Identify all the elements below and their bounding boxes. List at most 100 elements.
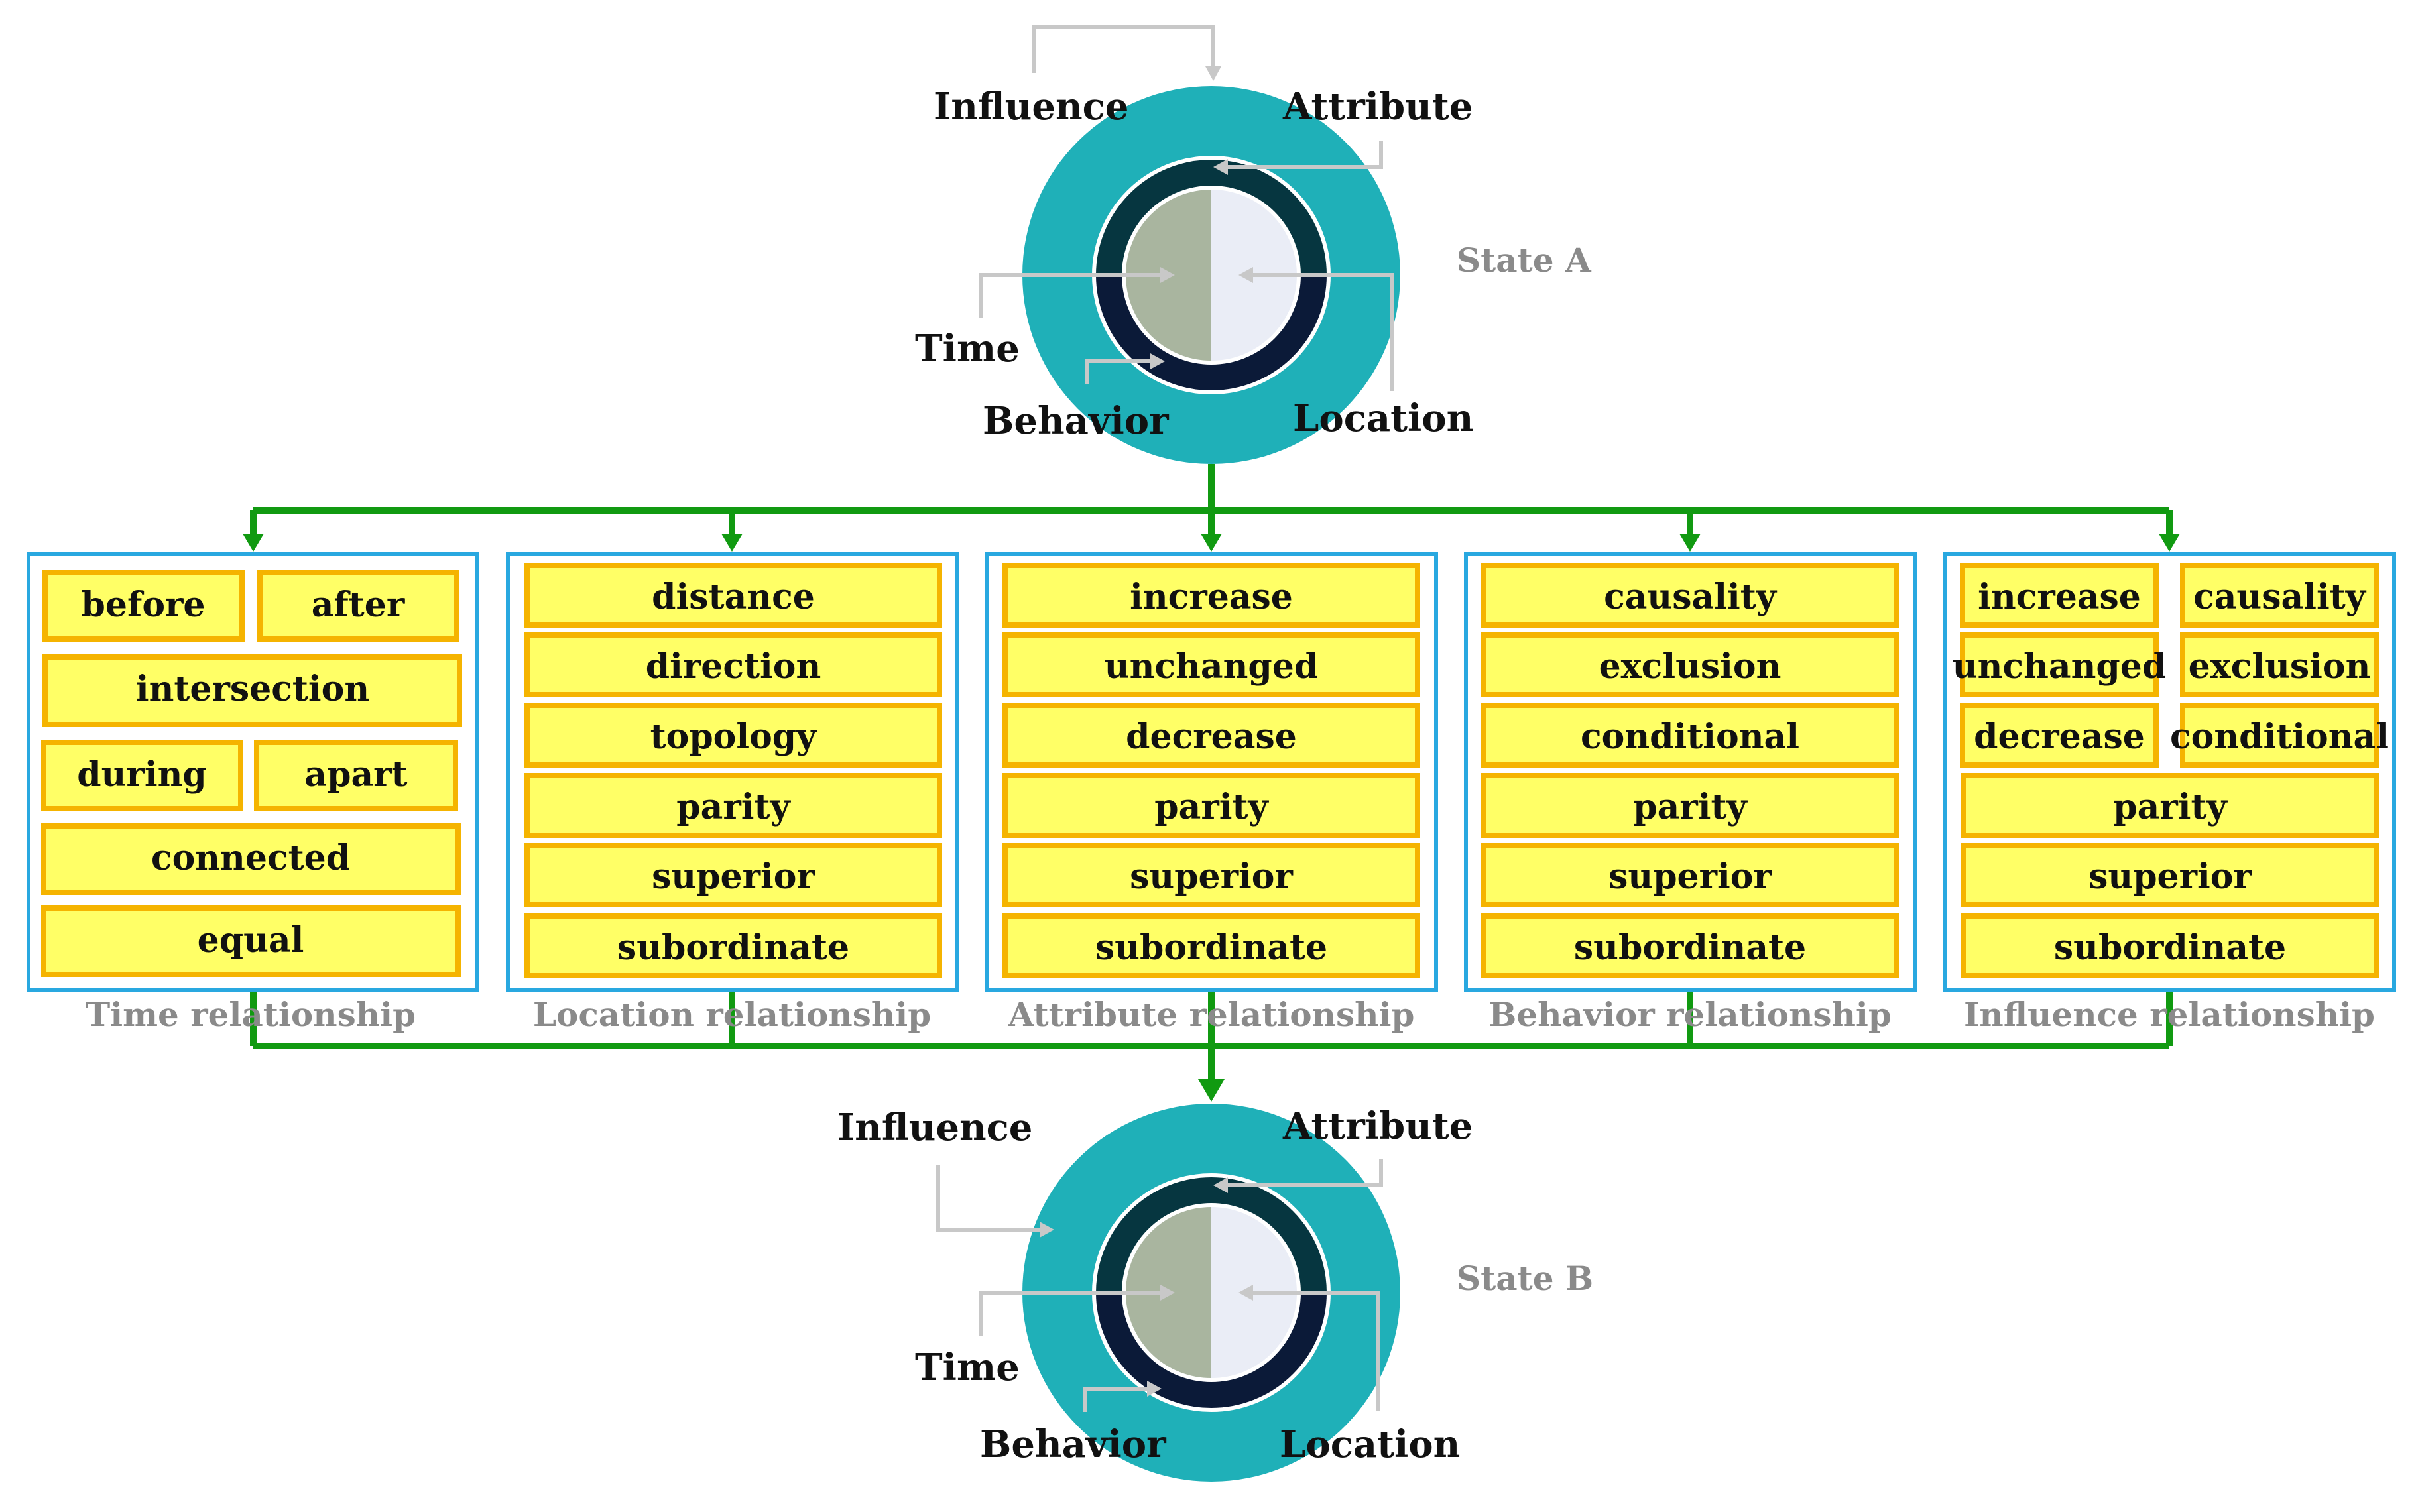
item-subordinate-inf: [1961, 913, 2379, 978]
item-exclusion-beh: [1481, 632, 1899, 697]
influence-pointer-b: [936, 1165, 1046, 1232]
panel-influence: increase causality unchanged exclusion d…: [1943, 552, 2396, 1034]
state-a-behavior-label: Behavior: [983, 399, 1170, 443]
caption-influence: Influence relationship: [1964, 995, 2375, 1034]
panel-time: before after intersection during apart c…: [27, 552, 479, 1034]
item-during-text: during: [77, 754, 206, 795]
state-b: Influence Attribute Time Behavior Locati…: [837, 1104, 1593, 1482]
item-causality-inf-text: causality: [2193, 577, 2367, 617]
item-increase-attr-text: increase: [1130, 577, 1293, 617]
state-a-influence-label: Influence: [934, 85, 1128, 129]
influence-loop-arrow: [1032, 25, 1215, 74]
item-parity-beh: [1481, 773, 1899, 838]
item-intersection: [42, 654, 462, 727]
item-exclusion-inf: [2180, 632, 2379, 697]
item-topology: [524, 703, 942, 768]
time-pointer-head: [1160, 267, 1175, 283]
attribute-pointer: [1220, 141, 1383, 169]
item-superior-beh-text: superior: [1608, 856, 1772, 897]
item-superior-loc-text: superior: [652, 856, 815, 897]
item-conditional-inf: [2180, 703, 2379, 768]
item-superior-attr: [1002, 843, 1420, 907]
item-parity-inf-text: parity: [2113, 787, 2228, 827]
behavior-pointer-head: [1150, 353, 1165, 369]
time-pointer-head-b: [1160, 1285, 1175, 1301]
panel-behavior: causality exclusion conditional parity s…: [1464, 552, 1917, 1034]
item-equal-text: equal: [198, 920, 304, 960]
item-increase-attr: [1002, 563, 1420, 628]
item-topology-text: topology: [650, 717, 818, 757]
item-after-text: after: [312, 585, 405, 625]
item-causality-inf: [2180, 563, 2379, 628]
item-subordinate-beh: [1481, 913, 1899, 978]
influence-loop-arrowhead: [1205, 66, 1221, 81]
item-superior-attr-text: superior: [1130, 856, 1293, 897]
item-subordinate-loc: [524, 913, 942, 978]
item-increase-inf-text: increase: [1978, 577, 2141, 617]
item-direction-text: direction: [646, 646, 821, 687]
item-after: [257, 570, 459, 642]
item-unchanged-attr-text: unchanged: [1105, 646, 1318, 687]
behavior-pointer-b: [1083, 1387, 1154, 1412]
item-distance-text: distance: [652, 577, 815, 617]
item-direction: [524, 632, 942, 697]
state-a-time-label: Time: [915, 327, 1020, 371]
attribute-pointer-head-b: [1213, 1177, 1228, 1193]
item-parity-loc: [524, 773, 942, 838]
item-causality-beh-text: causality: [1604, 577, 1778, 617]
state-b-location-label: Location: [1280, 1423, 1460, 1466]
state-a-location-label: Location: [1293, 396, 1473, 440]
state-a-attribute-label: Attribute: [1282, 85, 1473, 129]
caption-time: Time relationship: [86, 995, 416, 1034]
item-unchanged-inf-text: unchanged: [1953, 646, 2166, 687]
item-unchanged-inf: [1960, 632, 2159, 697]
item-superior-inf-text: superior: [2088, 856, 2252, 897]
item-subordinate-loc-text: subordinate: [617, 927, 849, 968]
item-conditional-beh: [1481, 703, 1899, 768]
state-b-label: State B: [1457, 1259, 1593, 1298]
item-exclusion-beh-text: exclusion: [1599, 646, 1782, 687]
item-subordinate-attr: [1002, 913, 1420, 978]
top-connectors: [243, 464, 2180, 552]
item-causality-beh: [1481, 563, 1899, 628]
location-pointer-head-b: [1238, 1285, 1253, 1301]
state-b-time-label: Time: [915, 1346, 1020, 1389]
location-pointer-head: [1238, 267, 1253, 283]
item-exclusion-inf-text: exclusion: [2189, 646, 2371, 687]
item-increase-inf: [1960, 563, 2159, 628]
location-pointer-b: [1246, 1291, 1380, 1411]
item-connected: [41, 823, 461, 895]
panel-attribute: increase unchanged decrease parity super…: [985, 552, 1438, 1034]
item-unchanged-attr: [1002, 632, 1420, 697]
item-conditional-inf-text: conditional: [2170, 717, 2389, 757]
item-before-text: before: [82, 585, 206, 625]
item-equal: [41, 905, 461, 977]
item-decrease-inf: [1960, 703, 2159, 768]
item-parity-beh-text: parity: [1633, 787, 1748, 827]
bottom-connectors: [250, 988, 2173, 1102]
item-decrease-inf-text: decrease: [1974, 717, 2145, 757]
item-subordinate-beh-text: subordinate: [1574, 927, 1806, 968]
state-b-attribute-label: Attribute: [1282, 1104, 1473, 1148]
item-apart-text: apart: [304, 754, 407, 795]
item-before: [42, 570, 245, 642]
state-a: Influence Attribute Time Behavior Locati…: [915, 25, 1592, 464]
time-pointer-b: [979, 1291, 1167, 1336]
item-superior-loc: [524, 843, 942, 907]
caption-location: Location relationship: [533, 995, 931, 1034]
item-decrease-attr-text: decrease: [1126, 717, 1297, 757]
item-parity-inf: [1961, 773, 2379, 838]
state-a-label: State A: [1457, 241, 1592, 280]
item-distance: [524, 563, 942, 628]
item-superior-inf: [1961, 843, 2379, 907]
item-subordinate-attr-text: subordinate: [1095, 927, 1327, 968]
attribute-pointer-head: [1213, 159, 1228, 175]
attribute-pointer-b: [1220, 1159, 1383, 1187]
state-b-influence-label: Influence: [837, 1106, 1032, 1149]
item-connected-text: connected: [151, 838, 350, 878]
item-subordinate-inf-text: subordinate: [2054, 927, 2286, 968]
item-superior-beh: [1481, 843, 1899, 907]
behavior-pointer-head-b: [1147, 1381, 1162, 1397]
panel-location: distance direction topology parity super…: [506, 552, 959, 1034]
